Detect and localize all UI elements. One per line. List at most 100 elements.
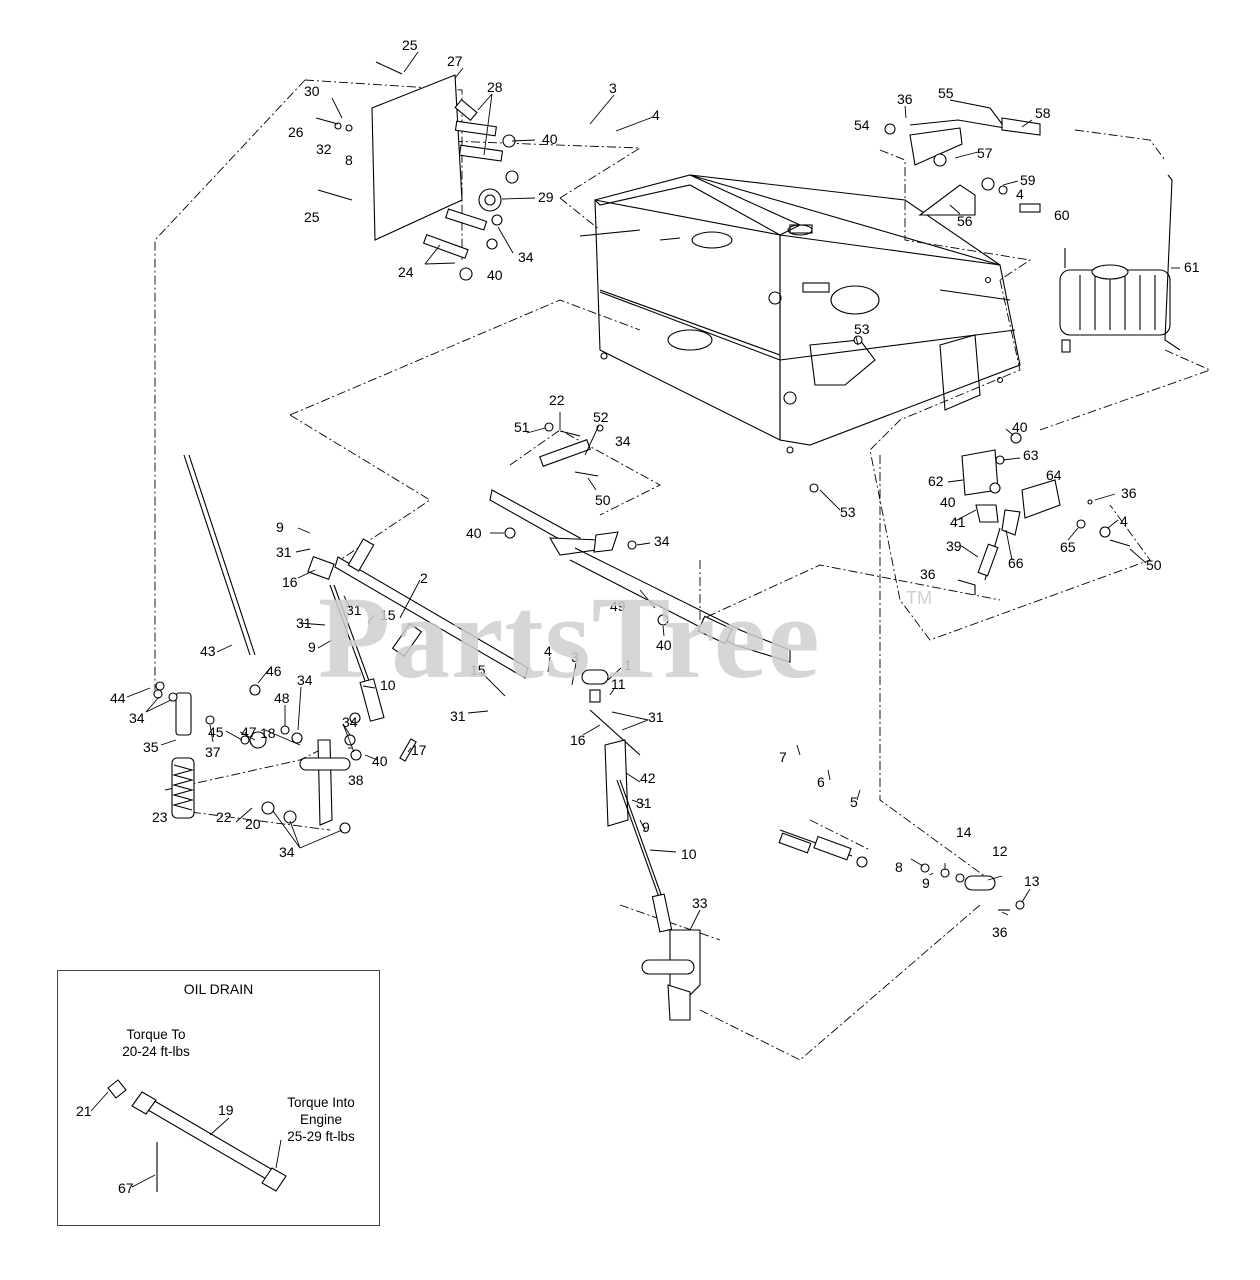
callout: 18	[260, 725, 276, 741]
callout: 36	[992, 924, 1008, 940]
callout: 33	[692, 895, 708, 911]
note-line: 25-29 ft-lbs	[287, 1129, 355, 1144]
callout: 34	[654, 533, 670, 549]
muffler-assembly	[884, 99, 1181, 353]
callout: 31	[648, 709, 664, 725]
callout: 37	[205, 744, 221, 760]
callout: 57	[977, 145, 993, 161]
callout: 53	[840, 504, 856, 520]
callout: 54	[854, 117, 870, 133]
callout: 67	[118, 1180, 134, 1196]
callout: 40	[372, 753, 388, 769]
callout: 34	[297, 672, 313, 688]
callout-labels: 25 27 28 30 26 32 8 40 29 25 34 24 40 3 …	[110, 37, 1200, 940]
callout: 22	[549, 392, 565, 408]
note-engine-torque: Torque Into Engine 25-29 ft-lbs	[276, 1094, 366, 1145]
inset-title: OIL DRAIN	[183, 981, 254, 997]
callout: 4	[1016, 186, 1024, 202]
callout: 16	[282, 574, 298, 590]
callout: 10	[380, 677, 396, 693]
callout: 25	[304, 209, 320, 225]
callout: 53	[854, 321, 870, 337]
callout: 34	[279, 844, 295, 860]
callout: 64	[1046, 467, 1062, 483]
callout: 34	[518, 249, 534, 265]
callout: 9	[308, 639, 316, 655]
callout: 5	[850, 794, 858, 810]
note-adapter-torque: Torque To 20-24 ft-lbs	[106, 1026, 206, 1060]
callout: 6	[817, 774, 825, 790]
callout: 47	[241, 724, 257, 740]
callout: 34	[615, 433, 631, 449]
callout: 31	[296, 615, 312, 631]
mainframe	[579, 174, 1021, 454]
callout: 9	[276, 519, 284, 535]
callout: 50	[595, 492, 611, 508]
callout: 12	[992, 843, 1008, 859]
callout: 48	[274, 690, 290, 706]
mounting-plate	[315, 61, 519, 281]
spring-bracket	[153, 681, 417, 834]
callout: 40	[466, 525, 482, 541]
note-line: Engine	[299, 1112, 343, 1127]
callout: 9	[922, 875, 930, 891]
callout: 62	[928, 473, 944, 489]
callout: 40	[1012, 419, 1028, 435]
callout: 55	[938, 85, 954, 101]
callout: 28	[487, 79, 503, 95]
note-line: 20-24 ft-lbs	[122, 1044, 190, 1059]
callout: 7	[779, 749, 787, 765]
leader-lines	[126, 51, 1180, 931]
callout: 22	[216, 809, 232, 825]
callout: 65	[1060, 539, 1076, 555]
oil-drain-parts: 21 19 67	[76, 1079, 287, 1196]
callout: 45	[208, 724, 224, 740]
callout: 9	[642, 819, 650, 835]
linkage-right	[809, 335, 1131, 595]
callout: 32	[316, 141, 332, 157]
callout: 40	[940, 494, 956, 510]
callout: 14	[956, 824, 972, 840]
callout: 19	[218, 1102, 234, 1118]
callout: 40	[487, 267, 503, 283]
callout: 40	[542, 131, 558, 147]
callout: 8	[895, 859, 903, 875]
callout: 23	[152, 809, 168, 825]
callout: 24	[398, 264, 414, 280]
callout: 38	[348, 772, 364, 788]
callout: 31	[346, 602, 362, 618]
callout: 3	[571, 649, 579, 665]
callout: 10	[681, 846, 697, 862]
callout: 42	[640, 770, 656, 786]
callout: 30	[304, 83, 320, 99]
callout: 41	[950, 514, 966, 530]
callout: 35	[143, 739, 159, 755]
callout: 16	[570, 732, 586, 748]
callout: 56	[957, 213, 973, 229]
callout: 31	[636, 795, 652, 811]
callout: 39	[946, 538, 962, 554]
note-line: Torque To	[126, 1027, 186, 1042]
callout: 2	[420, 570, 428, 586]
callout: 36	[1121, 485, 1137, 501]
watermark-trademark: TM	[906, 588, 932, 608]
callout: 26	[288, 124, 304, 140]
callout: 25	[402, 37, 418, 53]
callout: 4	[1120, 513, 1128, 529]
callout: 36	[920, 566, 936, 582]
callout: 52	[593, 409, 609, 425]
callout: 13	[1024, 873, 1040, 889]
callout: 29	[538, 189, 554, 205]
callout: 44	[110, 690, 126, 706]
callout: 27	[447, 53, 463, 69]
control-lever	[489, 422, 791, 663]
callout: 49	[610, 598, 626, 614]
callout: 20	[245, 816, 261, 832]
callout: 31	[450, 708, 466, 724]
callout: 4	[544, 643, 552, 659]
callout: 59	[1020, 172, 1036, 188]
callout: 40	[656, 637, 672, 653]
callout: 58	[1035, 105, 1051, 121]
callout: 31	[276, 544, 292, 560]
